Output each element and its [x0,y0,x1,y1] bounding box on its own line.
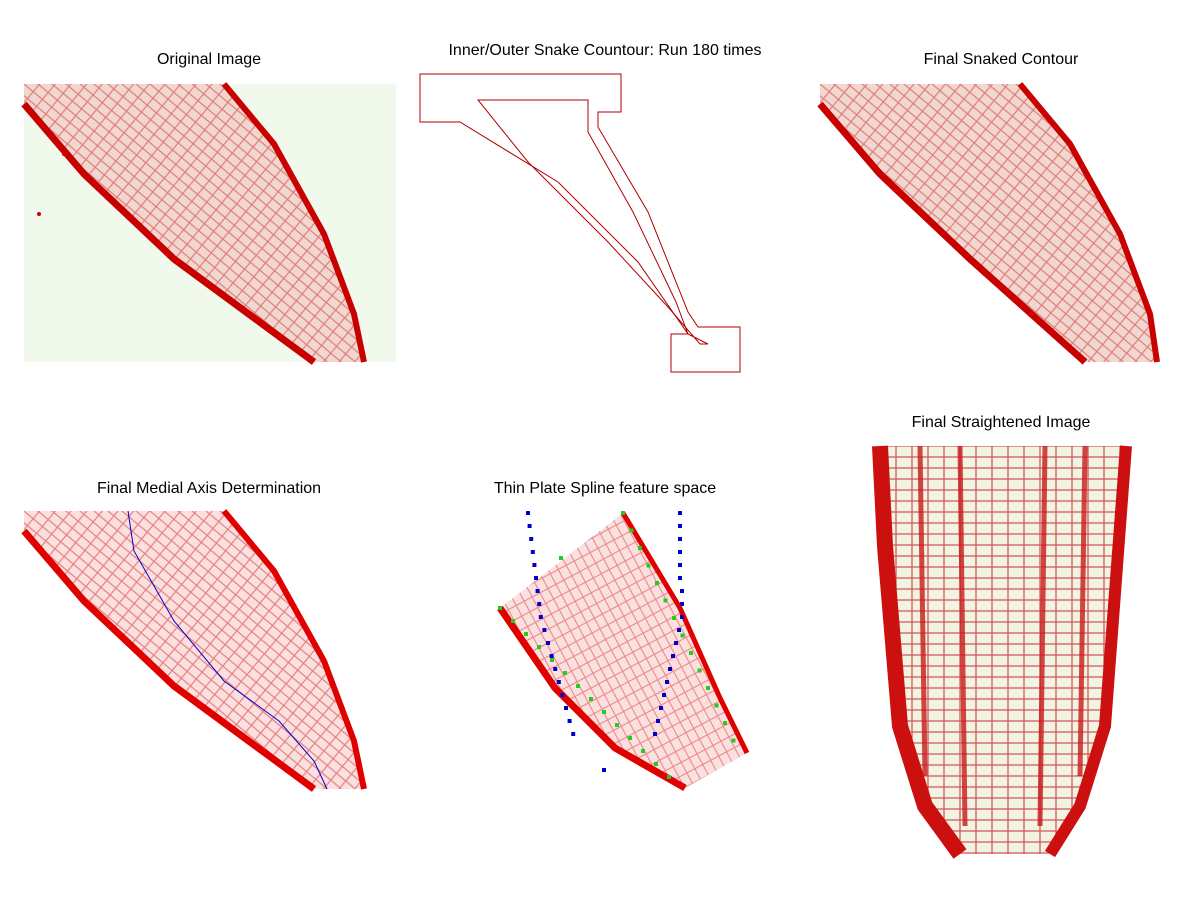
control-point-green [628,736,632,740]
control-point-blue [680,615,684,619]
medial-axis-image [21,509,396,792]
control-point-blue [678,563,682,567]
tps-title: Thin Plate Spline feature space [493,480,717,497]
control-point-green [663,598,668,603]
control-point-green [646,563,651,568]
control-point-blue [534,576,538,580]
control-point-blue [678,537,682,541]
control-point-blue [526,511,530,515]
outer-contour [419,73,741,373]
snaked-contour-image [817,82,1160,365]
control-point-blue [529,537,534,541]
control-point-blue [680,589,684,593]
control-point-blue [546,641,550,645]
control-point-green [537,645,541,649]
control-point-blue [542,628,547,632]
control-point-green [641,749,645,753]
original-image-title: Original Image [156,51,262,68]
control-point-green [672,616,676,620]
control-point-blue [530,550,535,554]
control-point-green [655,581,659,585]
control-point-green [629,528,634,533]
original-image [21,82,396,365]
inner-contour [476,99,709,345]
control-point-blue [571,732,576,736]
control-point-blue [527,524,532,528]
control-point-green [524,632,528,636]
control-point-green [697,668,702,673]
control-point-blue [535,589,540,593]
control-point-blue [538,615,543,619]
control-point-blue [677,628,681,632]
control-point-green [615,723,619,727]
control-point-blue [537,602,542,606]
straightened-title: Final Straightened Image [911,414,1091,431]
control-point-blue [674,641,678,645]
control-point-green [621,511,625,515]
control-point-green [667,775,671,779]
control-point-blue [602,768,606,772]
control-point-blue [662,693,666,697]
snaked-contour-title: Final Snaked Contour [923,51,1079,68]
control-point-green [559,556,563,560]
control-point-blue [680,602,684,606]
control-point-blue [560,693,565,697]
straightened-image [872,445,1132,859]
control-point-green [689,651,693,655]
control-point-green [498,606,502,610]
control-point-green [576,684,580,688]
control-point-blue [549,654,554,658]
control-point-blue [678,511,682,515]
tps-feature-space [497,511,750,792]
control-point-green [731,738,736,743]
control-point-blue [553,667,558,671]
control-point-blue [678,550,682,554]
snake-contour-plot [419,73,741,373]
control-point-blue [656,719,660,723]
control-point-blue [659,706,663,710]
control-point-blue [668,667,672,671]
control-point-green [654,762,658,766]
control-point-blue [678,576,682,580]
control-point-green [589,697,593,701]
medial-axis-title: Final Medial Axis Determination [96,480,322,497]
control-point-green [550,658,554,662]
control-point-green [714,703,719,708]
control-point-blue [671,654,675,658]
control-point-blue [653,732,657,736]
medial-axis-line [127,510,328,790]
control-point-green [602,710,606,714]
control-point-green [563,671,567,675]
control-point-blue [678,524,682,528]
control-point-green [723,721,727,725]
control-point-blue [665,680,669,684]
control-point-blue [564,706,568,710]
control-point-blue [567,719,572,723]
control-point-green [638,546,642,550]
control-point-green [511,619,515,623]
control-point-blue [556,680,561,684]
control-point-blue [532,563,537,567]
contour-title: Inner/Outer Snake Countour: Run 180 time… [448,42,762,59]
control-point-green [706,686,710,690]
control-point-green [680,633,685,638]
